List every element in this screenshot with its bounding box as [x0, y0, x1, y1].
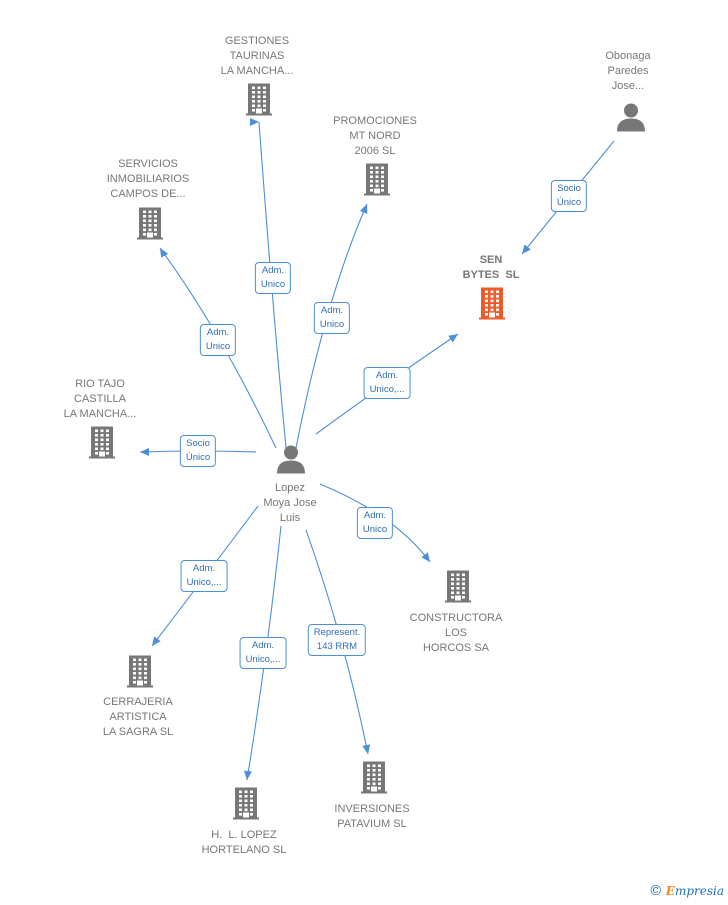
edge-label-promociones[interactable]: Adm. Unico: [313, 302, 351, 334]
edge-label-line: Unico: [205, 341, 231, 352]
empresia-logo: ©Empresia: [649, 883, 724, 899]
node-gestiones[interactable]: GESTIONES TAURINAS LA MANCHA...: [221, 34, 294, 79]
node-label-line: SEN: [479, 254, 503, 266]
edge-label-hlopez[interactable]: Adm. Unico,...: [239, 637, 287, 669]
node-label-line: 2006 SL: [354, 145, 396, 157]
person-icon[interactable]: [616, 102, 646, 137]
edge-label-line: Unico,...: [186, 577, 222, 588]
node-label-line: MT NORD: [349, 130, 401, 142]
center-name-line: Lopez: [275, 482, 305, 494]
edge-label-line: Socio: [557, 183, 581, 194]
edge-label-line: Represent.: [313, 627, 361, 638]
node-label-line: BYTES SL: [462, 269, 520, 281]
node-label-line: LOS: [444, 627, 468, 639]
node-label-line: INVERSIONES: [334, 803, 410, 815]
node-label-line: H. L. LOPEZ: [211, 829, 277, 841]
edge-label-inversiones[interactable]: Represent. 143 RRM: [307, 624, 367, 656]
edge-label-line: Unico: [319, 319, 345, 330]
node-label-line: PATAVIUM SL: [337, 818, 407, 830]
building-icon[interactable]: [246, 83, 272, 121]
node-label-line: HORTELANO SL: [201, 844, 287, 856]
center-person-name[interactable]: Lopez Moya Jose Luis: [263, 481, 316, 526]
edge-label-line: Adm.: [375, 370, 399, 381]
node-riotajo[interactable]: RIO TAJO CASTILLA LA MANCHA...: [64, 377, 137, 422]
edge-label-line: Adm.: [206, 327, 230, 338]
edge-label-obonaga[interactable]: Socio Único: [550, 180, 588, 212]
node-hlopez[interactable]: H. L. LOPEZ HORTELANO SL: [202, 828, 287, 858]
edge-label-constructora[interactable]: Adm. Unico: [356, 507, 394, 539]
copyright-symbol: ©: [648, 883, 663, 899]
node-label-line: CASTILLA: [74, 393, 126, 405]
edge-label-line: Único: [556, 197, 582, 208]
edge-label-gestiones[interactable]: Adm. Unico: [254, 262, 292, 294]
building-icon[interactable]: [445, 570, 471, 608]
edge-label-cerrajeria[interactable]: Adm. Unico,...: [180, 560, 228, 592]
node-label-line: ARTISTICA: [109, 711, 167, 723]
edge-label-line: Unico,...: [245, 654, 281, 665]
node-label-line: RIO TAJO: [75, 378, 125, 390]
node-label-line: CONSTRUCTORA: [409, 612, 503, 624]
node-label-line: CAMPOS DE...: [110, 188, 186, 200]
edge-label-riotajo[interactable]: Socio Único: [179, 435, 217, 467]
building-icon[interactable]: [127, 655, 153, 693]
edge-label-line: Adm.: [363, 510, 387, 521]
edge-label-line: Adm.: [320, 305, 344, 316]
node-label-line: SERVICIOS: [118, 158, 178, 170]
node-inversiones[interactable]: INVERSIONES PATAVIUM SL: [334, 802, 409, 832]
building-icon[interactable]: [364, 163, 390, 201]
node-label-line: TAURINAS: [229, 50, 285, 62]
edge-label-line: Único: [185, 452, 211, 463]
edge-label-line: Adm.: [261, 265, 285, 276]
node-label-line: INMOBILIARIOS: [106, 173, 190, 185]
edge-label-line: Socio: [186, 438, 210, 449]
node-label-line: PROMOCIONES: [333, 115, 417, 127]
edge-label-senbytes[interactable]: Adm. Unico,...: [363, 367, 411, 399]
brand-name: mpresia: [674, 884, 724, 898]
node-obonaga[interactable]: Obonaga Paredes Jose...: [605, 49, 650, 94]
node-label-line: LA SAGRA SL: [102, 726, 174, 738]
building-icon[interactable]: [479, 287, 505, 325]
node-label-line: LA MANCHA...: [220, 65, 294, 77]
node-label-line: CERRAJERIA: [103, 696, 173, 708]
edge-label-line: 143 RRM: [316, 641, 358, 652]
edge-label-line: Adm.: [192, 563, 216, 574]
building-icon[interactable]: [233, 787, 259, 825]
edge-label-line: Unico: [362, 524, 388, 535]
node-label-line: LA MANCHA...: [63, 408, 137, 420]
node-label-line: Paredes: [607, 65, 649, 77]
node-cerrajeria[interactable]: CERRAJERIA ARTISTICA LA SAGRA SL: [103, 695, 173, 740]
building-icon[interactable]: [361, 761, 387, 799]
center-name-line: Luis: [279, 512, 301, 524]
node-label-line: HORCOS SA: [422, 642, 490, 654]
node-label-line: Obonaga: [605, 50, 651, 62]
brand-initial: E: [665, 884, 675, 898]
node-promociones[interactable]: PROMOCIONES MT NORD 2006 SL: [333, 114, 417, 159]
node-constructora[interactable]: CONSTRUCTORA LOS HORCOS SA: [410, 611, 503, 656]
node-servicios[interactable]: SERVICIOS INMOBILIARIOS CAMPOS DE...: [107, 157, 190, 202]
building-icon[interactable]: [137, 207, 163, 245]
edge-label-servicios[interactable]: Adm. Unico: [199, 324, 237, 356]
edge-label-line: Unico: [260, 279, 286, 290]
building-icon[interactable]: [89, 426, 115, 464]
person-icon[interactable]: [276, 444, 306, 479]
edge-label-line: Adm.: [251, 640, 275, 651]
edge-label-line: Unico,...: [369, 384, 405, 395]
node-label-line: GESTIONES: [224, 35, 290, 47]
node-senbytes[interactable]: SEN BYTES SL: [463, 253, 520, 283]
center-name-line: Moya Jose: [263, 497, 317, 509]
node-label-line: Jose...: [611, 80, 645, 92]
